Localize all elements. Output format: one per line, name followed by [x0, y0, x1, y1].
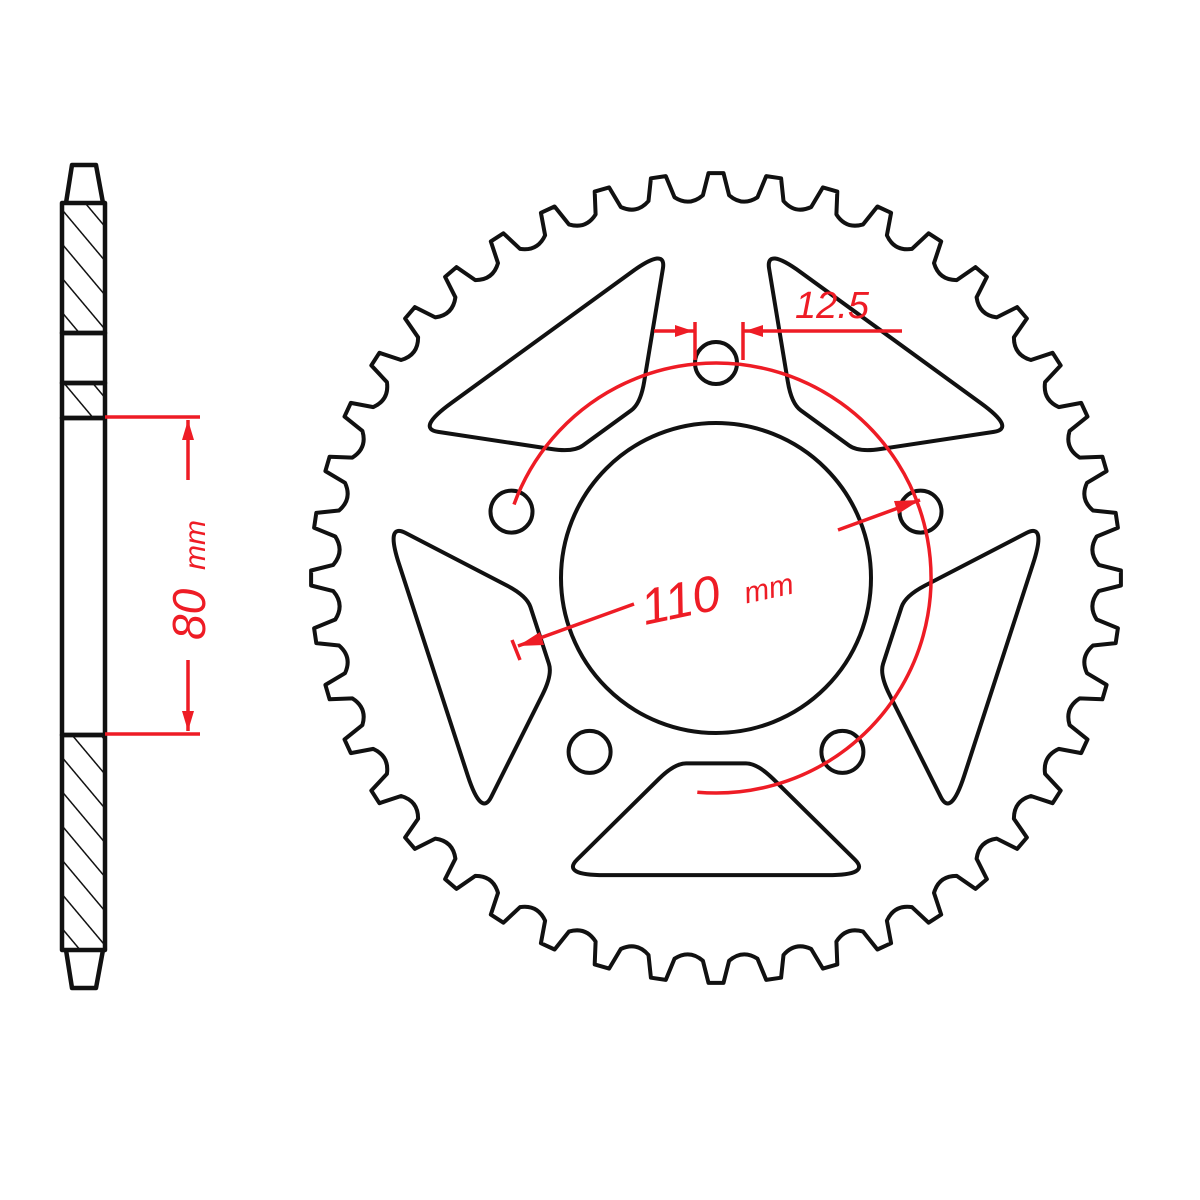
bolt-holes	[488, 340, 944, 775]
bore-dimension	[105, 415, 200, 736]
sprocket-teeth-outline	[309, 171, 1123, 985]
front-view	[309, 171, 1123, 985]
lightening-cutout	[391, 529, 552, 806]
center-bore	[559, 421, 873, 735]
side-view-lower-hatch	[59, 732, 108, 953]
side-view	[59, 162, 108, 991]
side-view-small-hatch	[59, 380, 108, 421]
lightening-cutout	[571, 761, 861, 878]
side-view-bottom-tooth	[63, 949, 106, 991]
lightening-cutout	[766, 256, 1005, 453]
bolt-hole	[819, 728, 866, 775]
bolt-hole	[566, 728, 613, 775]
bolt-hole-dimension	[654, 322, 902, 360]
side-view-upper-hatch	[59, 200, 108, 336]
lightening-cutout	[427, 256, 666, 453]
lightening-cutouts	[391, 256, 1041, 878]
lightening-cutout	[880, 529, 1041, 806]
side-view-bore	[59, 415, 108, 738]
side-view-top-tooth	[63, 162, 106, 204]
side-view-upper-gap	[59, 330, 108, 386]
pcd-dimension-label: 110 mm	[636, 549, 798, 636]
bore-dimension-label: 80 mm	[163, 520, 215, 640]
bolt-hole	[488, 488, 535, 535]
pcd-dimension	[510, 361, 933, 795]
bolt-hole-dimension-label: 12.5	[795, 285, 870, 327]
